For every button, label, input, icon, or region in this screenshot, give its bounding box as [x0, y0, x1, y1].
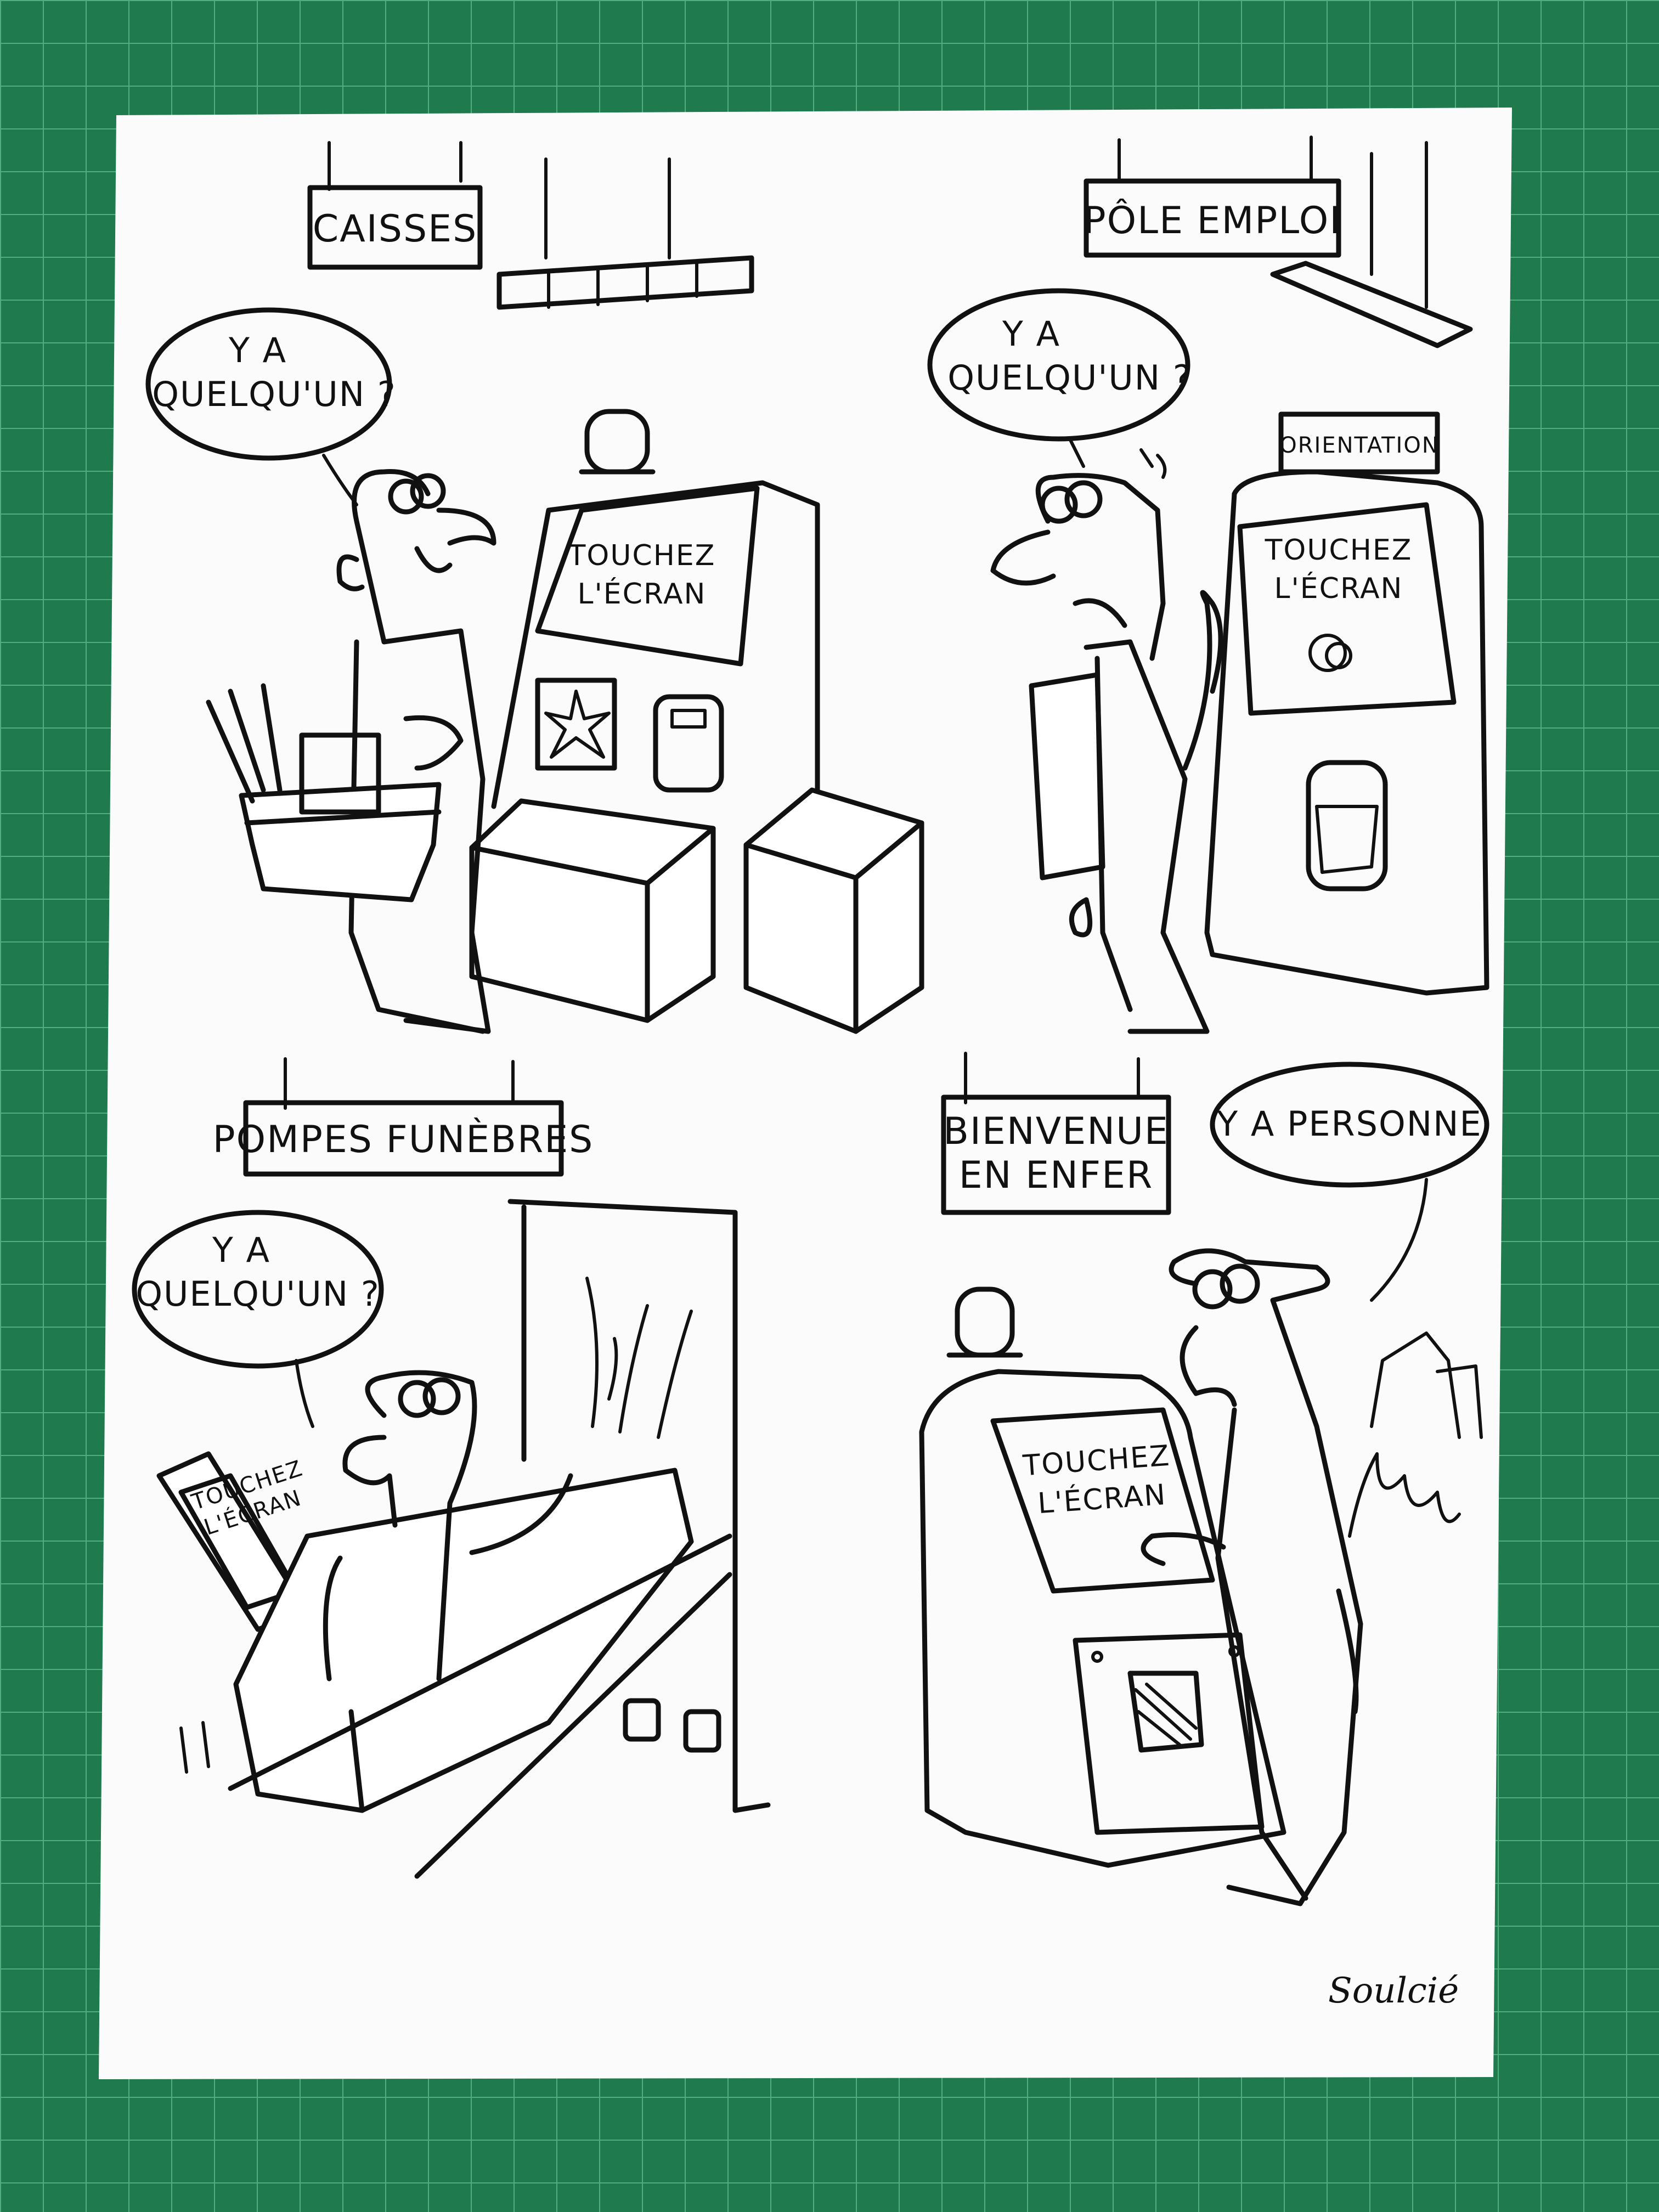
sign-caisses-text: CAISSES: [313, 207, 478, 251]
artist-signature: Soulcié: [1328, 1971, 1459, 2011]
bubble-line-1: Y A: [212, 1230, 270, 1270]
fingerprint-icon: [1308, 634, 1347, 672]
bubble-line-1: Y A: [228, 330, 287, 370]
sign-pompes-funebres-text: POMPES FUNÈBRES: [213, 1118, 594, 1161]
man-with-basket: [206, 469, 496, 1034]
self-checkout-machine: TOUCHEZ L'ÉCRAN: [469, 409, 924, 1034]
screen-text-1: TOUCHEZ: [1265, 534, 1413, 567]
screen-text-2: L'ÉCRAN: [1274, 572, 1403, 605]
panel-caisses: CAISSES Y A QUELQU'UN ? TOUCHEZ L'ÉCRAN: [145, 141, 924, 1034]
speech-bubble-3: Y A QUELQU'UN ?: [132, 1210, 384, 1428]
bubble-line-1: Y A: [1002, 314, 1060, 354]
man-in-hell: [1141, 1248, 1483, 1906]
bubble-line-2: QUELQU'UN ?: [947, 358, 1192, 398]
speech-bubble: Y A QUELQU'UN ?: [145, 307, 397, 506]
coffin-conveyor: TOUCHEZ L'ÉCRAN: [156, 1451, 732, 1879]
screen-text-2: L'ÉCRAN: [578, 577, 707, 611]
ceiling-lamp-2: [1270, 141, 1473, 348]
receipt-slot: [653, 694, 724, 793]
speech-bubble-4: Y A PERSONNE: [1210, 1062, 1489, 1302]
crematorium-door: [507, 1199, 771, 1813]
bubble-line-2: QUELQU'UN ?: [136, 1274, 380, 1314]
panel-pompes-funebres: POMPES FUNÈBRES Y A QUELQU'UN ? TOUCHEZ …: [132, 1057, 771, 1879]
man-in-coffin: [323, 1370, 573, 1681]
kiosk-label: ORIENTATION: [1279, 433, 1440, 458]
orientation-kiosk: ORIENTATION TOUCHEZ L'ÉCRAN: [1204, 411, 1489, 996]
panel-pole-emploi: PÔLE EMPLOI Y A QUELQU'UN ? ORIENTATION …: [927, 136, 1489, 1034]
bubble-line-2: QUELQU'UN ?: [152, 374, 397, 414]
sign-pole-emploi-text: PÔLE EMPLOI: [1084, 199, 1342, 242]
sign-pole-emploi: PÔLE EMPLOI: [1084, 136, 1342, 258]
panel-bienvenue-en-enfer: BIENVENUE EN ENFER Y A PERSONNE TOUCHEZ …: [919, 1052, 1489, 1906]
speech-bubble-2: Y A QUELQU'UN ?: [927, 288, 1192, 468]
card-reader-icon: [535, 678, 617, 771]
sign-bienvenue: BIENVENUE EN ENFER: [941, 1052, 1171, 1215]
sign-caisses: CAISSES: [307, 141, 483, 270]
man-with-backpack: [990, 448, 1223, 1034]
sign-bienvenue-line-2: EN ENFER: [959, 1154, 1154, 1197]
screen-text-1: TOUCHEZ: [568, 539, 716, 572]
bubble-line-1: Y A PERSONNE: [1216, 1104, 1482, 1144]
ticket-dispenser: [1306, 760, 1388, 891]
ceiling-lamp: [496, 157, 754, 310]
sign-bienvenue-line-1: BIENVENUE: [943, 1110, 1169, 1153]
sign-pompes-funebres: POMPES FUNÈBRES: [213, 1057, 594, 1177]
